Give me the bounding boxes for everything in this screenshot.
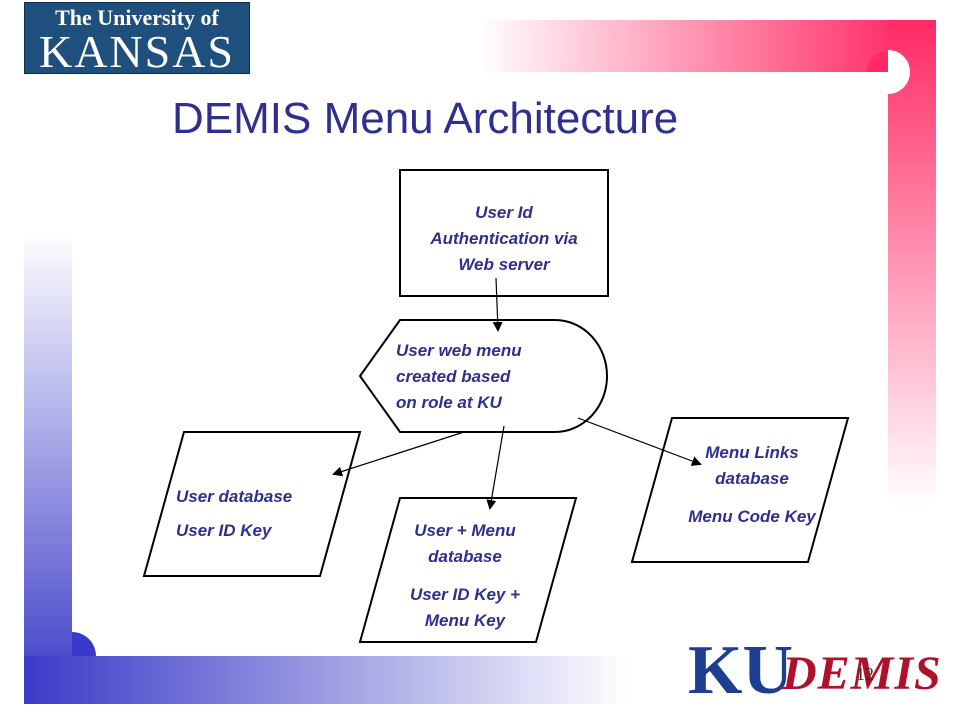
user-db-node-line-2: User ID Key <box>176 521 272 540</box>
auth-node-label: User Id Authentication via Web server <box>400 200 608 278</box>
page-number: 12 <box>856 664 874 684</box>
ku-logo-letters: KU <box>688 632 793 709</box>
user-db-node-label: User database User ID Key <box>176 480 356 548</box>
connector-menu-to-user-menu-db <box>486 425 505 510</box>
auth-node-line-1: User Id <box>475 203 533 222</box>
connector-menu-to-menu-links-db <box>577 417 702 466</box>
menu-node-line-1: User web menu <box>396 341 522 360</box>
menu-node-shape <box>358 319 608 433</box>
menu-node-label: User web menu created based on role at K… <box>396 338 596 416</box>
user-db-node-shape <box>142 431 362 577</box>
menu-links-db-node-line-1: Menu Links <box>705 443 799 462</box>
user-db-node-line-1: User database <box>176 487 293 506</box>
user-menu-db-node-spacer <box>380 570 550 582</box>
demis-logo-text: DEMIS <box>782 647 942 700</box>
auth-node-box <box>399 169 609 297</box>
logo-line-1: The University of <box>55 5 219 30</box>
menu-links-db-node-line-2: database <box>715 469 789 488</box>
connector-menu-to-user-db <box>332 431 465 477</box>
university-of-kansas-logo: The University of KANSAS <box>24 2 250 77</box>
auth-node-line-2: Authentication via <box>430 229 578 248</box>
user-menu-db-node-label: User + Menu database User ID Key + Menu … <box>380 518 550 634</box>
menu-links-db-node-label: Menu Links database Menu Code Key <box>662 440 842 530</box>
menu-links-db-node-shape <box>630 417 850 563</box>
user-menu-db-node-line-3: User ID Key + <box>409 585 521 604</box>
auth-node-line-3: Web server <box>458 255 550 274</box>
slide-title: DEMIS Menu Architecture <box>172 94 679 143</box>
menu-links-db-node-line-3: Menu Code Key <box>688 507 816 526</box>
connector-auth-to-menu <box>492 277 503 332</box>
user-menu-db-node-line-1: User + Menu <box>414 521 516 540</box>
menu-links-db-node-spacer <box>662 492 842 504</box>
logo-line-2: KANSAS <box>38 26 236 77</box>
menu-node-line-3: on role at KU <box>396 393 502 412</box>
menu-node-line-2: created based <box>396 367 511 386</box>
user-menu-db-node-shape <box>358 497 578 643</box>
user-menu-db-node-line-4: Menu Key <box>424 611 506 630</box>
user-menu-db-node-line-2: database <box>428 547 502 566</box>
